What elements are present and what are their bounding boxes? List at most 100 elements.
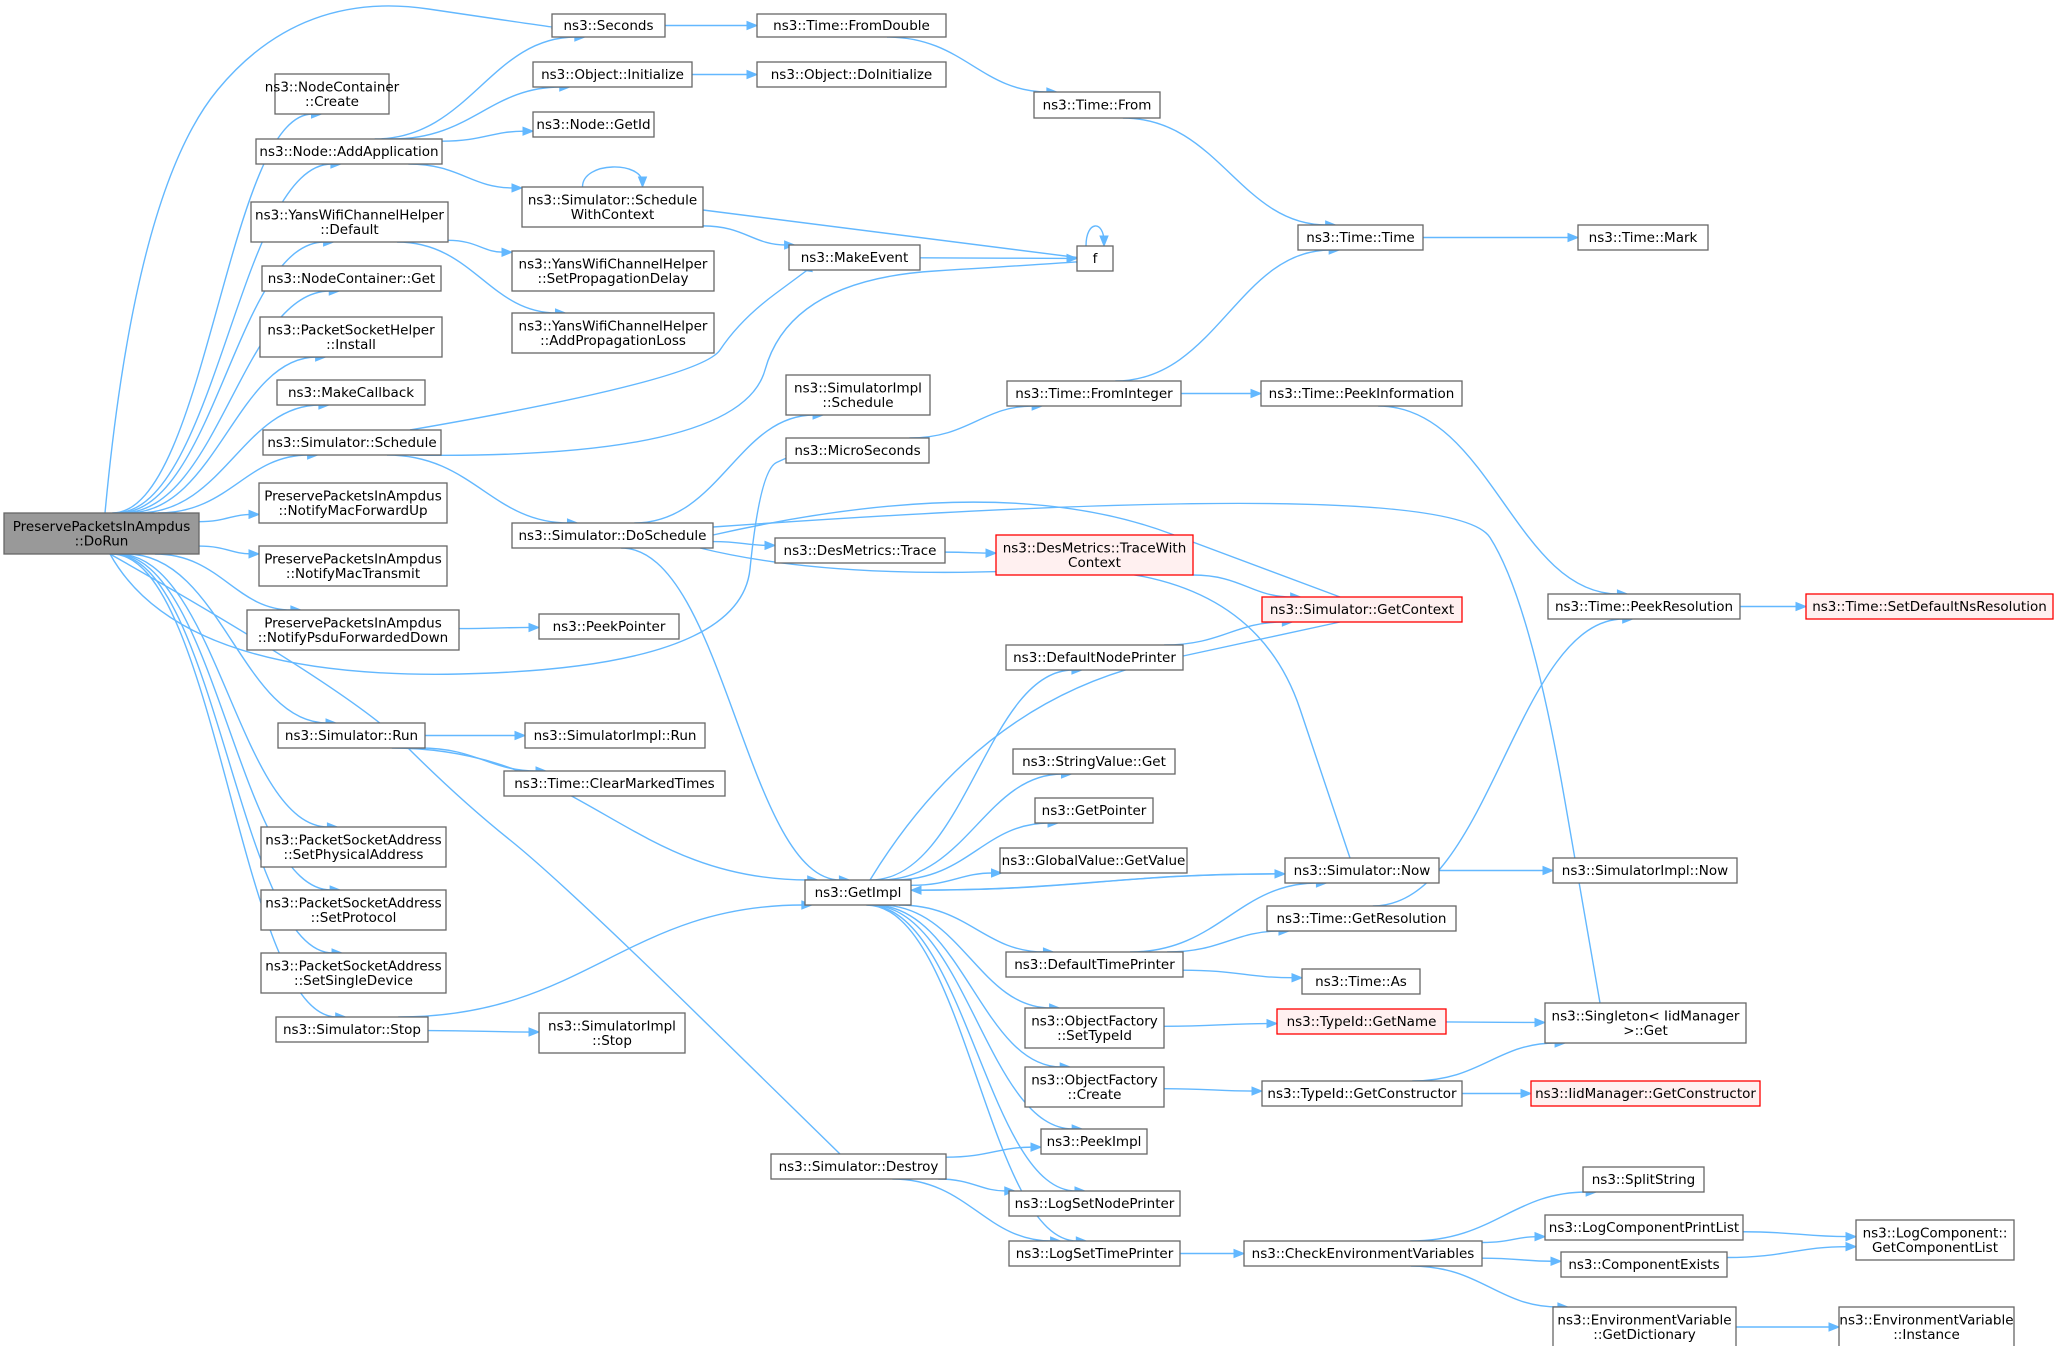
node-simstop[interactable]: ns3::Simulator::Stop <box>275 1016 429 1043</box>
node-singletonget[interactable]: ns3::Singleton< IidManager>::Get <box>1544 1002 1747 1044</box>
node-box <box>995 534 1194 576</box>
node-ofcreate[interactable]: ns3::ObjectFactory::Create <box>1024 1066 1165 1108</box>
node-peekimpl[interactable]: ns3::PeekImpl <box>1040 1128 1148 1155</box>
node-fromdouble[interactable]: ns3::Time::FromDouble <box>756 13 947 38</box>
node-peekptr[interactable]: ns3::PeekPointer <box>538 613 680 640</box>
node-microsec[interactable]: ns3::MicroSeconds <box>785 437 930 464</box>
node-simrun[interactable]: ns3::Simulator::Run <box>277 722 426 749</box>
node-checkenv[interactable]: ns3::CheckEnvironmentVariables <box>1243 1240 1483 1267</box>
node-fromint[interactable]: ns3::Time::FromInteger <box>1006 380 1182 407</box>
node-nodegetid[interactable]: ns3::Node::GetId <box>532 111 655 138</box>
node-typeidgetctor[interactable]: ns3::TypeId::GetConstructor <box>1261 1080 1463 1107</box>
node-label-line: ns3::Object::Initialize <box>541 67 684 83</box>
node-label-line: ::SetSingleDevice <box>294 973 413 989</box>
node-defnodeprinter[interactable]: ns3::DefaultNodePrinter <box>1005 644 1184 671</box>
node-clearmarked[interactable]: ns3::Time::ClearMarkedTimes <box>503 770 726 797</box>
node-getcontext[interactable]: ns3::Simulator::GetContext <box>1261 596 1463 623</box>
node-label-line: ns3::LogSetNodePrinter <box>1015 1196 1175 1212</box>
node-peekinfo[interactable]: ns3::Time::PeekInformation <box>1260 380 1463 407</box>
node-iidgetctor[interactable]: ns3::IidManager::GetConstructor <box>1530 1080 1761 1107</box>
node-splitstring[interactable]: ns3::SplitString <box>1582 1166 1705 1193</box>
node-timetime[interactable]: ns3::Time::Time <box>1297 224 1424 251</box>
node-logsettime[interactable]: ns3::LogSetTimePrinter <box>1008 1240 1181 1267</box>
node-ncget[interactable]: ns3::NodeContainer::Get <box>261 265 442 292</box>
node-box <box>785 437 930 464</box>
node-notifypsdu[interactable]: PreservePacketsInAmpdus::NotifyPsduForwa… <box>246 609 460 651</box>
node-lcprintlist[interactable]: ns3::LogComponentPrintList <box>1544 1214 1744 1241</box>
node-setdefres[interactable]: ns3::Time::SetDefaultNsResolution <box>1805 593 2054 620</box>
node-f[interactable]: f <box>1076 245 1114 272</box>
node-lcgetlist[interactable]: ns3::LogComponent::GetComponentList <box>1855 1219 2015 1261</box>
node-makecallback[interactable]: ns3::MakeCallback <box>276 379 426 406</box>
node-box <box>1008 1190 1181 1217</box>
edge-arrowhead <box>248 549 261 559</box>
node-simschedule[interactable]: ns3::Simulator::Schedule <box>262 429 442 456</box>
node-timeas[interactable]: ns3::Time::As <box>1301 968 1421 995</box>
node-getres[interactable]: ns3::Time::GetResolution <box>1266 905 1457 932</box>
node-objinit[interactable]: ns3::Object::Initialize <box>532 61 693 88</box>
node-peekres[interactable]: ns3::Time::PeekResolution <box>1547 593 1741 620</box>
node-seconds[interactable]: ns3::Seconds <box>551 13 666 38</box>
node-getpointer[interactable]: ns3::GetPointer <box>1034 797 1154 824</box>
node-notifytx[interactable]: PreservePacketsInAmpdus::NotifyMacTransm… <box>258 545 448 587</box>
node-logsetnode[interactable]: ns3::LogSetNodePrinter <box>1008 1190 1181 1217</box>
edge-arrowhead <box>1066 253 1079 264</box>
node-envgetdict[interactable]: ns3::EnvironmentVariable::GetDictionary <box>1552 1306 1737 1346</box>
node-timefrom[interactable]: ns3::Time::From <box>1033 91 1161 119</box>
node-ofsettypeid[interactable]: ns3::ObjectFactory::SetTypeId <box>1024 1007 1165 1049</box>
node-pshinstall[interactable]: ns3::PacketSocketHelper::Install <box>259 316 443 358</box>
node-label-line: ns3::ObjectFactory <box>1031 1072 1158 1088</box>
node-doschedule[interactable]: ns3::Simulator::DoSchedule <box>511 522 714 549</box>
node-label-line: ns3::NodeContainer <box>265 79 400 95</box>
node-box <box>1805 593 2054 620</box>
node-simimplnow[interactable]: ns3::SimulatorImpl::Now <box>1552 857 1738 884</box>
node-label-line: ns3::Time::FromInteger <box>1015 386 1173 402</box>
edge-line <box>712 502 1601 1004</box>
node-getimpl[interactable]: ns3::GetImpl <box>804 879 912 906</box>
node-objdoinit[interactable]: ns3::Object::DoInitialize <box>756 61 947 88</box>
node-ywchaddloss[interactable]: ns3::YansWifiChannelHelper::AddPropagati… <box>511 312 715 354</box>
node-box <box>804 879 912 906</box>
edge-line <box>113 553 334 954</box>
node-label-line: ns3::YansWifiChannelHelper <box>255 207 444 223</box>
edge-timefrom-to-timetime <box>1122 117 1337 230</box>
edge-line <box>409 259 1086 456</box>
node-root[interactable]: PreservePacketsInAmpdus::DoRun <box>3 512 200 555</box>
node-deftimeprinter[interactable]: ns3::DefaultTimePrinter <box>1005 951 1184 978</box>
node-label-line: ns3::ObjectFactory <box>1031 1013 1158 1029</box>
edge-line <box>396 241 557 314</box>
node-label-line: GetComponentList <box>1872 1240 1998 1256</box>
node-makeevent[interactable]: ns3::MakeEvent <box>788 244 921 271</box>
edge-peekres-to-setdefres <box>1740 601 1808 612</box>
node-nccreate[interactable]: ns3::NodeContainer::Create <box>265 73 400 115</box>
node-gvgetvalue[interactable]: ns3::GlobalValue::GetValue <box>999 847 1188 874</box>
node-box <box>1547 593 1741 620</box>
node-simnow[interactable]: ns3::Simulator::Now <box>1284 857 1440 884</box>
node-label-line: ns3::Node::AddApplication <box>259 144 438 160</box>
edge-arrowhead <box>1099 235 1109 248</box>
node-label-line: ns3::Time::PeekInformation <box>1269 386 1455 402</box>
node-label-line: ns3::MakeCallback <box>288 385 414 401</box>
node-timemark[interactable]: ns3::Time::Mark <box>1577 224 1709 251</box>
node-psasetproto[interactable]: ns3::PacketSocketAddress::SetProtocol <box>260 889 447 931</box>
node-typeidgetname[interactable]: ns3::TypeId::GetName <box>1276 1008 1447 1035</box>
node-label-line: ::Schedule <box>822 395 893 411</box>
node-notifyfwdup[interactable]: PreservePacketsInAmpdus::NotifyMacForwar… <box>258 482 448 524</box>
node-ywchdefault[interactable]: ns3::YansWifiChannelHelper::Default <box>250 201 449 243</box>
node-envinstance[interactable]: ns3::EnvironmentVariable::Instance <box>1838 1306 2015 1346</box>
node-strvalget[interactable]: ns3::StringValue::Get <box>1012 748 1176 775</box>
node-simimplsched[interactable]: ns3::SimulatorImpl::Schedule <box>785 374 931 416</box>
node-simimplstop[interactable]: ns3::SimulatorImpl::Stop <box>538 1012 686 1054</box>
node-simimplrun[interactable]: ns3::SimulatorImpl::Run <box>524 722 706 749</box>
node-psasetphys[interactable]: ns3::PacketSocketAddress::SetPhysicalAdd… <box>260 826 447 868</box>
node-ywchsetprop[interactable]: ns3::YansWifiChannelHelper::SetPropagati… <box>511 250 715 292</box>
node-compexists[interactable]: ns3::ComponentExists <box>1560 1251 1728 1278</box>
edge-line <box>1182 969 1294 979</box>
node-destrace[interactable]: ns3::DesMetrics::Trace <box>774 537 946 564</box>
node-addapp[interactable]: ns3::Node::AddApplication <box>255 138 443 165</box>
node-psasetsingle[interactable]: ns3::PacketSocketAddress::SetSingleDevic… <box>260 952 447 994</box>
node-simdestroy[interactable]: ns3::Simulator::Destroy <box>770 1153 947 1180</box>
edge-arrowhead <box>1250 388 1263 399</box>
